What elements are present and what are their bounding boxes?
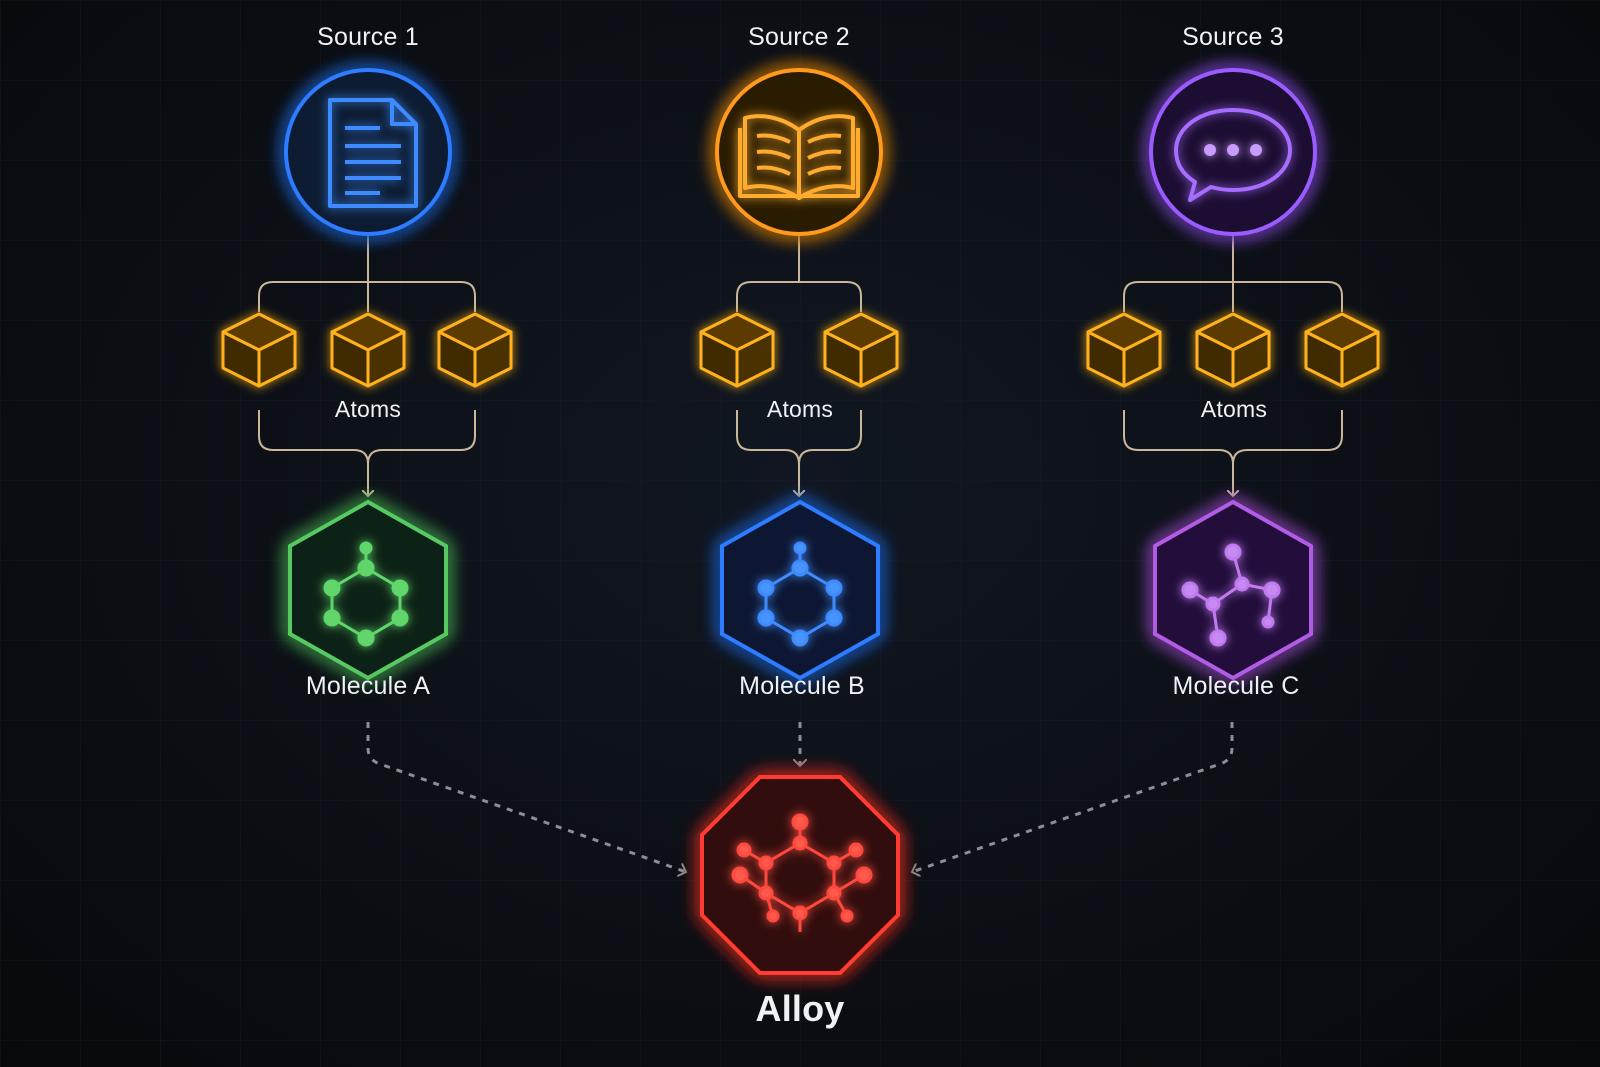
atoms-3-label: Atoms	[1200, 396, 1268, 422]
atoms-2-merge-right	[798, 410, 862, 465]
atom-cube-1-2[interactable]	[330, 312, 406, 388]
source-2-bus	[736, 281, 862, 312]
atoms-3-merge-left	[1123, 410, 1233, 496]
document-icon	[328, 98, 418, 208]
atoms-layer	[221, 312, 1380, 388]
molecule-b-structure-icon	[757, 541, 843, 647]
alloy-node[interactable]	[700, 775, 900, 975]
atoms-1-label: Atoms	[334, 396, 402, 422]
source-node-2[interactable]	[715, 68, 883, 236]
alloy-structure-icon	[731, 813, 873, 932]
atoms-2-merge-left	[736, 410, 799, 496]
atoms-1-merge-right	[367, 410, 476, 465]
molecule-a-to-alloy-arrow	[366, 722, 686, 872]
source-1-label: Source 1	[317, 23, 419, 51]
molecule-c-label: Molecule C	[1172, 672, 1300, 700]
molecule-b-label: Molecule B	[739, 672, 865, 700]
atoms-3-merge-right	[1232, 410, 1343, 465]
molecule-c-to-alloy-arrow	[912, 722, 1234, 872]
molecule-c-structure-icon	[1181, 543, 1281, 647]
molecule-node-b[interactable]	[720, 499, 880, 681]
atom-cube-2-2[interactable]	[823, 312, 899, 388]
atom-cube-2-1[interactable]	[699, 312, 775, 388]
connectors-layer	[258, 236, 1343, 872]
book-icon	[738, 114, 860, 200]
atom-cube-1-1[interactable]	[221, 312, 297, 388]
atom-cube-1-3[interactable]	[437, 312, 513, 388]
atoms-1-merge-left	[258, 410, 368, 496]
molecule-a-label: Molecule A	[305, 672, 431, 700]
chat-bubble-icon	[1174, 108, 1292, 202]
alloy-label: Alloy	[755, 988, 845, 1029]
atom-cube-3-2[interactable]	[1195, 312, 1271, 388]
atoms-2-label: Atoms	[766, 396, 834, 422]
atom-cube-3-1[interactable]	[1086, 312, 1162, 388]
atom-cube-3-3[interactable]	[1304, 312, 1380, 388]
source-node-3[interactable]	[1149, 68, 1317, 236]
molecule-node-a[interactable]	[288, 499, 448, 681]
molecule-a-structure-icon	[323, 541, 409, 647]
molecule-node-c[interactable]	[1153, 499, 1313, 681]
source-node-1[interactable]	[284, 68, 452, 236]
source-3-label: Source 3	[1182, 23, 1284, 51]
source-2-label: Source 2	[748, 23, 850, 51]
